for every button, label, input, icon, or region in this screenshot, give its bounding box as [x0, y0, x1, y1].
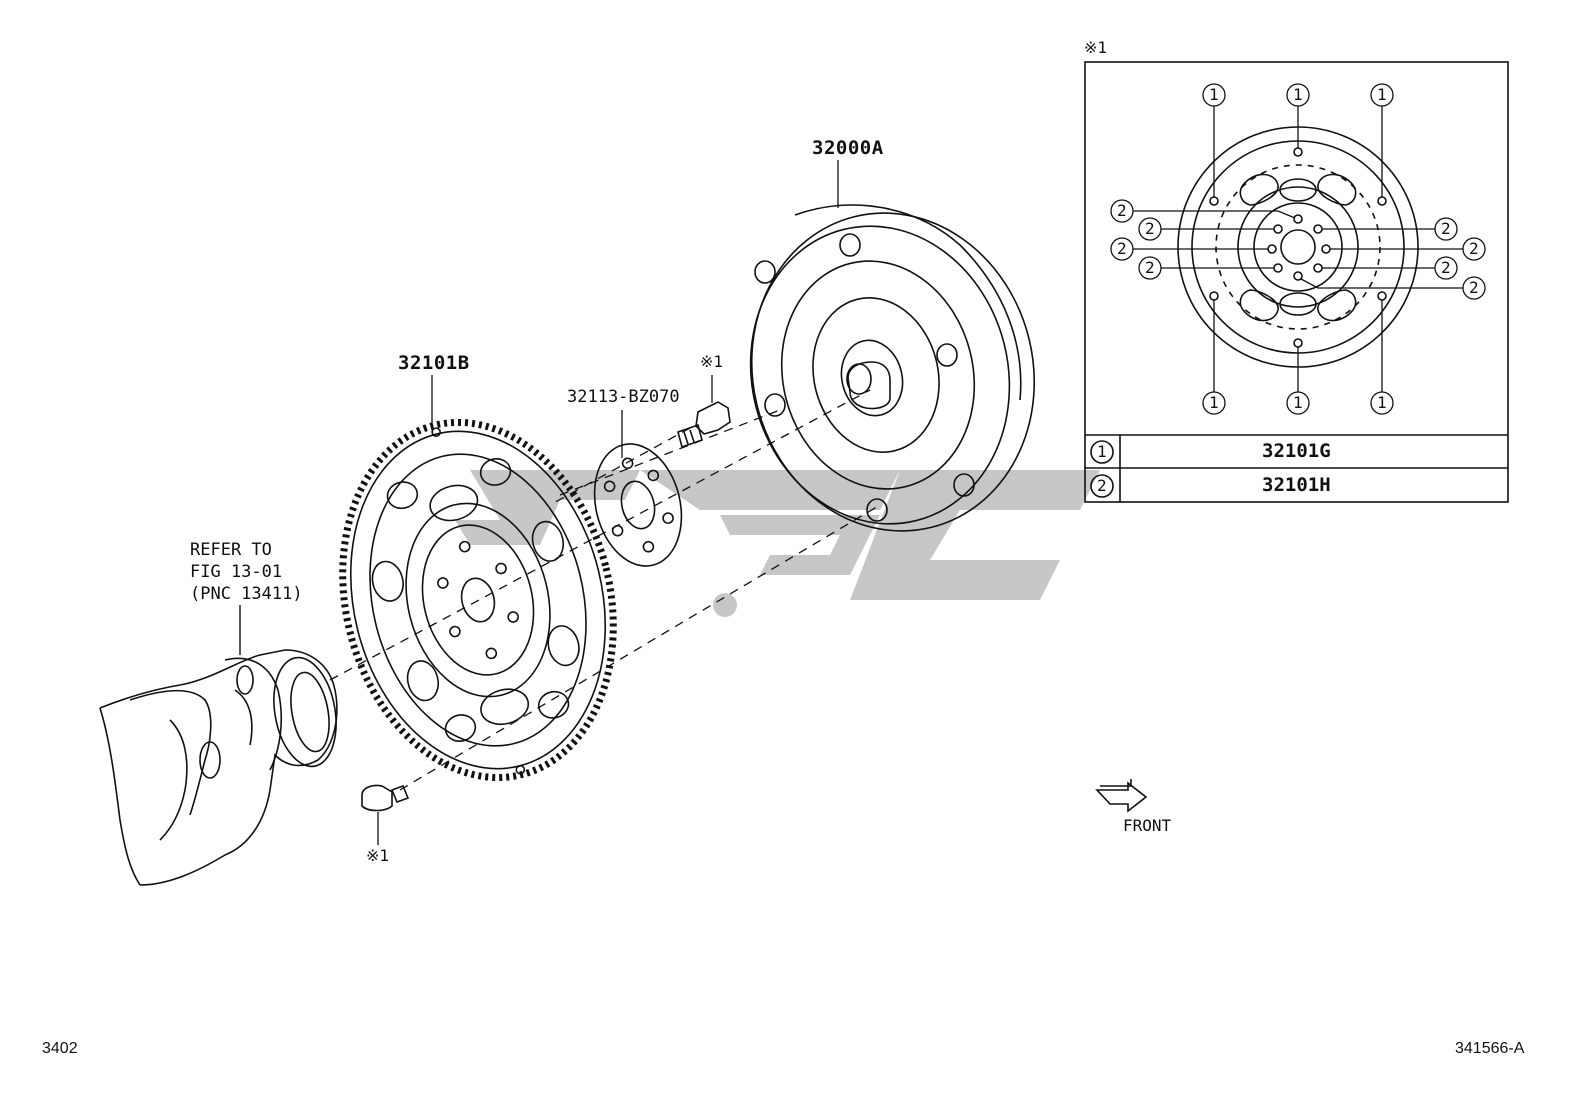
callout-1-bottom-center: 1 [1293, 393, 1303, 412]
bolt-top [677, 375, 731, 449]
drive-plate [339, 418, 617, 782]
front-arrow-icon [1095, 779, 1148, 813]
callouts-1 [1202, 83, 1394, 415]
label-note-mark-bottom: ※1 [366, 846, 390, 865]
label-32000a: 32000A [812, 137, 884, 159]
callout-2-right-a: 2 [1441, 219, 1451, 238]
callout-2-left-c: 2 [1117, 239, 1127, 258]
crankshaft [99, 605, 338, 886]
detail-mark: ※1 [1084, 38, 1108, 57]
torque-converter [749, 160, 1036, 532]
legend-part-32101h: 32101H [1262, 474, 1331, 496]
detail-box [1084, 61, 1509, 503]
callout-2-left-b: 2 [1145, 219, 1155, 238]
callout-1-top-right: 1 [1377, 85, 1387, 104]
assembly-lines [329, 389, 881, 791]
callouts-2 [1110, 199, 1486, 300]
label-32101b: 32101B [398, 352, 470, 374]
spacer-plate [593, 443, 683, 567]
callout-2-right-b: 2 [1469, 239, 1479, 258]
legend-key-1: 1 [1097, 442, 1107, 461]
callout-1-bottom-left: 1 [1209, 393, 1219, 412]
legend-key-2: 2 [1097, 476, 1107, 495]
callout-2-left-d: 2 [1145, 258, 1155, 277]
front-label: FRONT [1123, 816, 1172, 835]
refer-line-3: (PNC 13411) [190, 584, 303, 604]
legend-part-32101g: 32101G [1262, 440, 1331, 462]
callout-1-top-center: 1 [1293, 85, 1303, 104]
footer-figure-code: 341566-A [1455, 1040, 1525, 1057]
footer-page-code: 3402 [42, 1040, 78, 1057]
leader-lines [431, 375, 623, 458]
callout-2-right-c: 2 [1441, 258, 1451, 277]
callout-2-left-a: 2 [1117, 201, 1127, 220]
label-note-mark-top: ※1 [700, 352, 724, 371]
callout-1-bottom-right: 1 [1377, 393, 1387, 412]
callout-1-top-left: 1 [1209, 85, 1219, 104]
refer-line-2: FIG 13-01 [190, 562, 283, 582]
refer-line-1: REFER TO [190, 540, 272, 560]
callout-2-right-d: 2 [1469, 278, 1479, 297]
label-32113-bz070: 32113-BZ070 [567, 387, 680, 407]
bolt-bottom [361, 784, 410, 845]
watermark-logo [455, 470, 1100, 617]
